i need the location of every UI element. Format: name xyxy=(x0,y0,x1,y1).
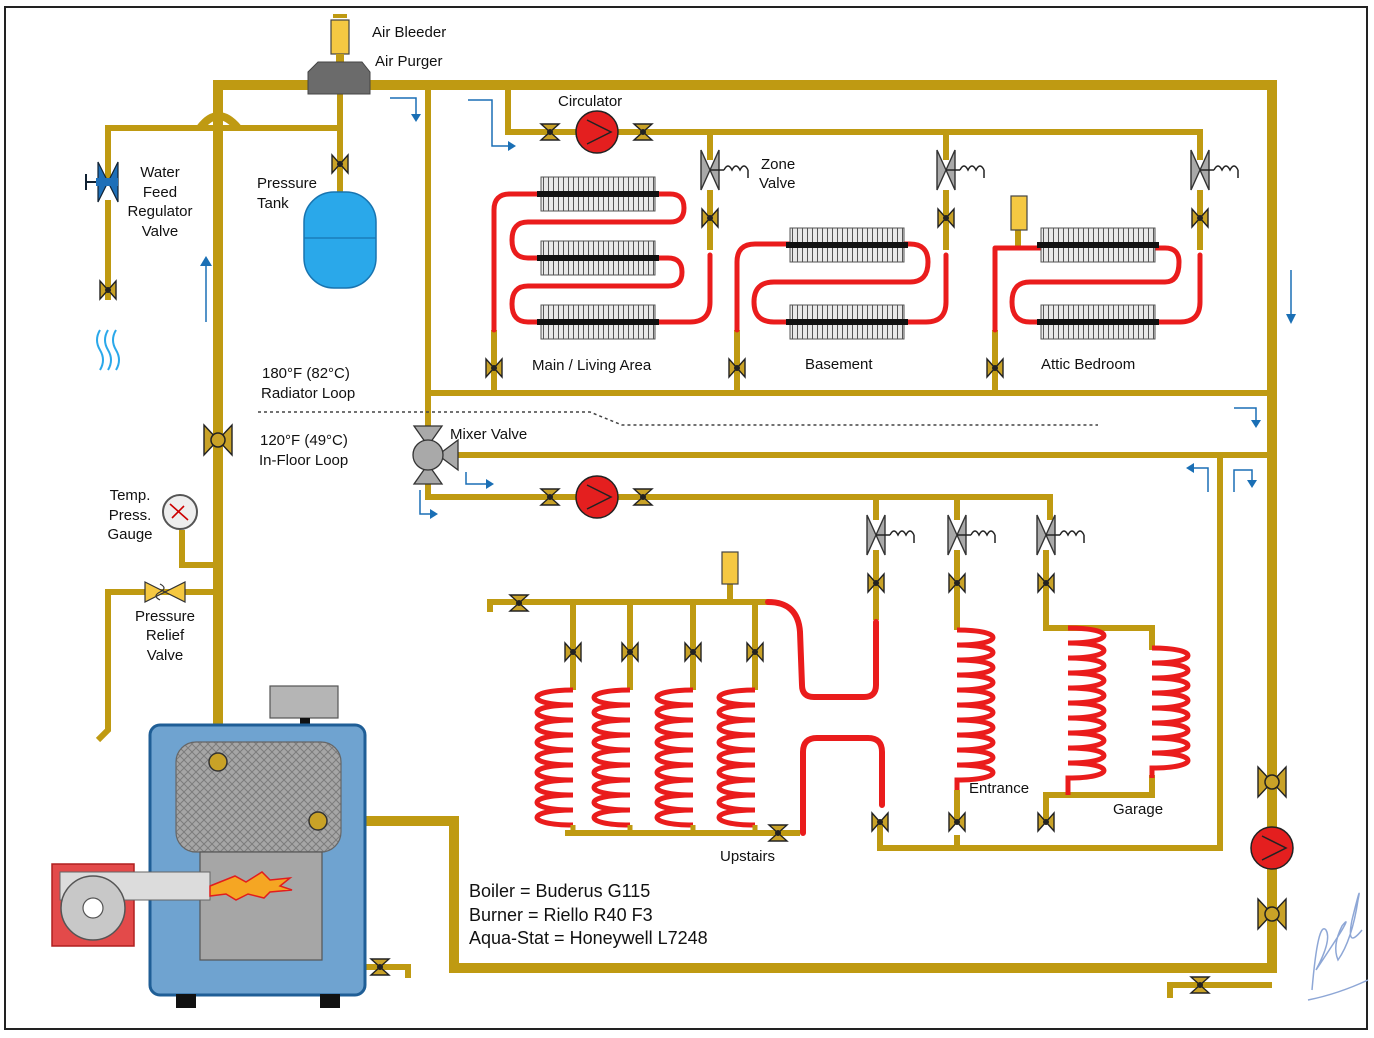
label-infloor-loop: In-Floor Loop xyxy=(259,452,348,469)
label-main-living: Main / Living Area xyxy=(532,357,652,374)
label-relief-2: Relief xyxy=(146,627,185,644)
temp-press-gauge xyxy=(162,494,198,530)
label-mixer-valve: Mixer Valve xyxy=(450,426,527,443)
label-radiator-temp: 180°F (82°C) xyxy=(262,365,350,382)
equipment-boiler: Boiler = Buderus G115 xyxy=(469,881,650,901)
label-attic-bedroom: Attic Bedroom xyxy=(1041,356,1135,373)
label-gauge-3: Gauge xyxy=(107,526,152,543)
flow-arrows xyxy=(200,97,1296,519)
loop-divider xyxy=(258,411,1098,426)
burner xyxy=(51,863,293,947)
label-upstairs: Upstairs xyxy=(720,848,775,865)
equipment-aquastat: Aqua-Stat = Honeywell L7248 xyxy=(469,928,708,948)
label-water-feed-4: Valve xyxy=(142,223,178,240)
label-pressure-tank-1: Pressure xyxy=(257,175,317,192)
equipment-burner: Burner = Riello R40 F3 xyxy=(469,905,653,925)
water-feed-regulator xyxy=(85,161,119,203)
label-water-feed-2: Feed xyxy=(143,184,177,201)
label-infloor-temp: 120°F (49°C) xyxy=(260,432,348,449)
text-labels: Air Bleeder Air Purger Circulator Zone V… xyxy=(107,24,1163,948)
mixer-valve xyxy=(412,425,459,485)
main-pipes xyxy=(95,80,1277,998)
air-purger xyxy=(307,61,371,95)
water-supply-icon xyxy=(96,329,120,371)
label-relief-3: Valve xyxy=(147,647,183,664)
label-water-feed-1: Water xyxy=(140,164,179,181)
boiler xyxy=(148,685,367,1008)
frame-border xyxy=(4,6,1368,1030)
label-air-purger: Air Purger xyxy=(375,53,443,70)
pressure-tank xyxy=(303,191,377,289)
label-garage: Garage xyxy=(1113,801,1163,818)
label-basement: Basement xyxy=(805,356,873,373)
label-zone-valve-2: Valve xyxy=(759,175,795,192)
radiators xyxy=(536,176,1160,340)
label-pressure-tank-2: Tank xyxy=(257,195,289,212)
in-floor-coils xyxy=(537,625,1191,833)
label-circulator: Circulator xyxy=(558,93,622,110)
label-entrance: Entrance xyxy=(969,780,1029,797)
pressure-relief-valve xyxy=(144,581,186,603)
label-air-bleeder: Air Bleeder xyxy=(372,24,446,41)
label-gauge-2: Press. xyxy=(109,507,152,524)
label-gauge-1: Temp. xyxy=(110,487,151,504)
label-relief-1: Pressure xyxy=(135,608,195,625)
label-zone-valve-1: Zone xyxy=(761,156,795,173)
artist-signature xyxy=(1307,892,1369,1001)
label-water-feed-3: Regulator xyxy=(127,203,192,220)
air-bleeders xyxy=(330,14,1028,585)
label-radiator-loop: Radiator Loop xyxy=(261,385,355,402)
